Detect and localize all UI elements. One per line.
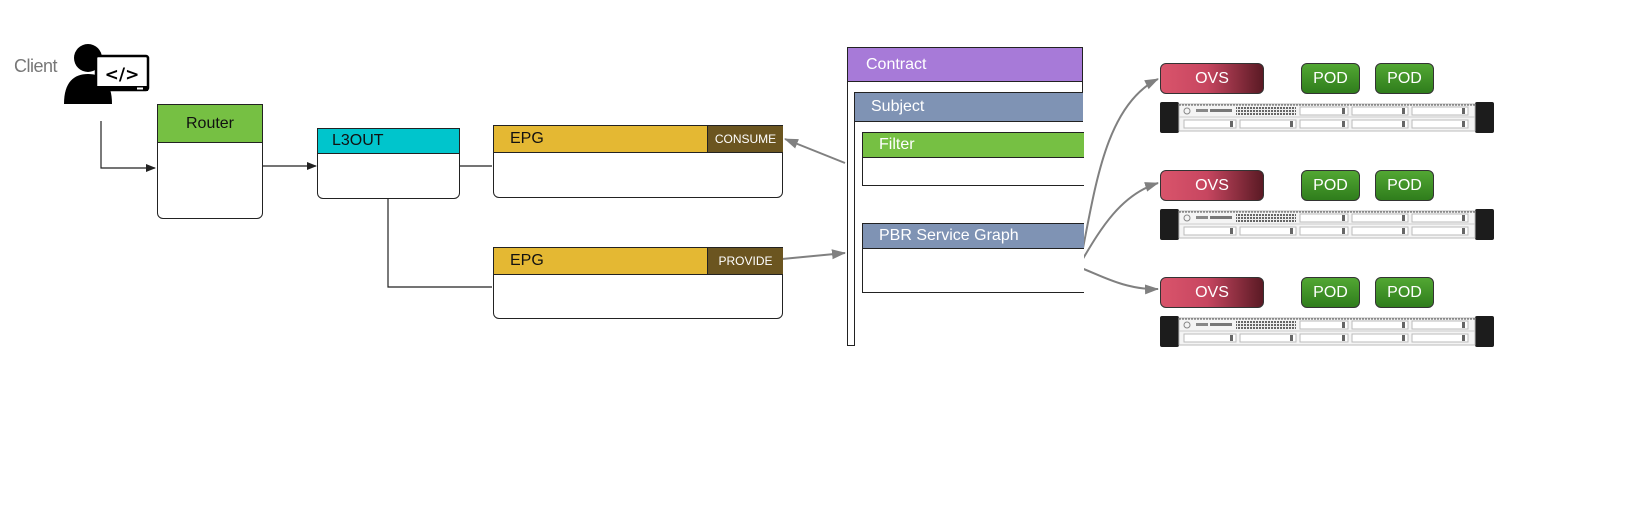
provide-tag-label: PROVIDE <box>718 254 773 268</box>
router-header: Router <box>158 105 262 143</box>
ovs-label: OVS <box>1195 69 1229 87</box>
l3out-box[interactable]: L3OUT <box>317 128 460 199</box>
l3out-header: L3OUT <box>318 129 459 154</box>
contract-header: Contract <box>848 48 1082 82</box>
rack-server-icon <box>1160 209 1494 240</box>
filter-box[interactable]: Filter <box>862 132 1084 186</box>
svg-text:</>: </> <box>105 65 140 85</box>
ovs-label: OVS <box>1195 283 1229 301</box>
pod-label: POD <box>1387 283 1422 301</box>
pod-2[interactable]: POD <box>1375 63 1434 94</box>
rack-server-icon <box>1160 316 1494 347</box>
service-graph-box[interactable]: PBR Service Graph <box>862 223 1084 293</box>
subject-label: Subject <box>871 98 925 115</box>
pod-label: POD <box>1313 176 1348 194</box>
router-box[interactable]: Router <box>157 104 263 219</box>
service-graph-label: PBR Service Graph <box>879 227 1019 244</box>
pod-label: POD <box>1387 69 1422 87</box>
graph-ovs3-arrow <box>1080 267 1159 295</box>
graph-ovs1-arrow <box>1080 78 1159 259</box>
ovs-label: OVS <box>1195 176 1229 194</box>
subject-header: Subject <box>855 93 1083 122</box>
epg-provide-label: EPG <box>510 252 544 269</box>
epg-provide-box[interactable]: EPG PROVIDE <box>493 247 783 319</box>
client-group: Client </> <box>14 42 150 104</box>
contract-box[interactable]: Contract Subject Filter PBR Service Grap… <box>847 47 1084 346</box>
pod-2[interactable]: POD <box>1375 277 1434 308</box>
pod-1[interactable]: POD <box>1301 63 1360 94</box>
provide-tag: PROVIDE <box>707 248 783 275</box>
contract-label: Contract <box>866 55 927 73</box>
pod-label: POD <box>1313 69 1348 87</box>
developer-user-icon: </> <box>64 44 150 104</box>
epg-consume-label: EPG <box>510 130 544 147</box>
rack-server-icon <box>1160 102 1494 133</box>
consume-tag-label: CONSUME <box>714 132 777 146</box>
subject-box[interactable]: Subject Filter PBR Service Graph <box>854 92 1084 346</box>
pod-label: POD <box>1387 176 1422 194</box>
server-row-1: OVS POD POD <box>1160 63 1494 141</box>
service-graph-header: PBR Service Graph <box>863 224 1084 249</box>
l3out-label: L3OUT <box>332 132 384 149</box>
ovs-switch[interactable]: OVS <box>1160 63 1264 94</box>
provide-contract-arrow <box>781 249 846 260</box>
consume-tag: CONSUME <box>707 126 783 153</box>
graph-ovs2-arrow <box>1080 182 1159 263</box>
contract-consume-arrow <box>784 138 846 164</box>
epg-consume-box[interactable]: EPG CONSUME <box>493 125 783 198</box>
pod-1[interactable]: POD <box>1301 170 1360 201</box>
ovs-switch[interactable]: OVS <box>1160 277 1264 308</box>
client-label: Client <box>14 56 58 76</box>
filter-header: Filter <box>863 133 1084 158</box>
filter-label: Filter <box>879 136 915 153</box>
pod-label: POD <box>1313 283 1348 301</box>
pod-1[interactable]: POD <box>1301 277 1360 308</box>
server-row-2: OVS POD POD <box>1160 170 1494 248</box>
ovs-switch[interactable]: OVS <box>1160 170 1264 201</box>
client-router-link <box>100 121 156 172</box>
pod-2[interactable]: POD <box>1375 170 1434 201</box>
server-row-3: OVS POD POD <box>1160 277 1494 355</box>
router-label: Router <box>185 114 235 132</box>
l3out-epg-provide-link <box>387 198 492 288</box>
